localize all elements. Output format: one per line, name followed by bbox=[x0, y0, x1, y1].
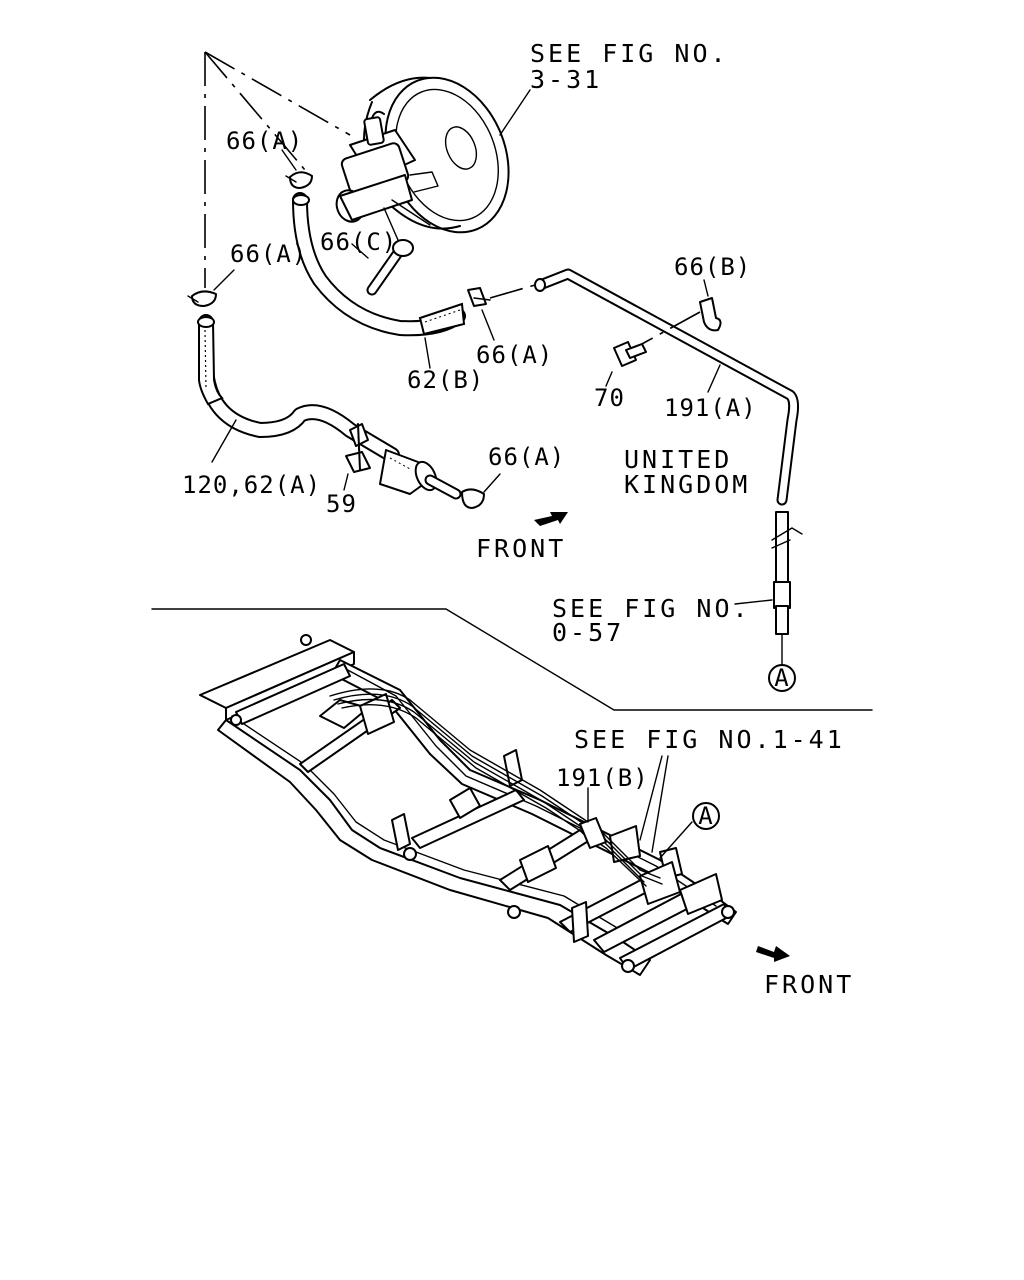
see-fig-3-31-line2: 3-31 bbox=[530, 65, 602, 94]
label-66a-mid: 66(A) bbox=[476, 341, 553, 369]
front-label-upper: FRONT bbox=[476, 534, 566, 563]
front-label-lower: FRONT bbox=[764, 970, 854, 999]
see-fig-0-57-line1: SEE FIG NO. bbox=[552, 594, 751, 623]
region-line2: KINGDOM bbox=[624, 470, 750, 499]
bolt-70 bbox=[605, 341, 647, 387]
svg-text:A: A bbox=[698, 802, 713, 830]
marker-a-upper: A bbox=[768, 664, 796, 692]
chassis-frame bbox=[199, 634, 737, 976]
clip-66a-top bbox=[281, 149, 313, 189]
see-fig-1-41: SEE FIG NO.1-41 bbox=[574, 725, 845, 754]
svg-text:A: A bbox=[774, 664, 789, 692]
region-line1: UNITED bbox=[624, 445, 732, 474]
label-62b: 62(B) bbox=[407, 366, 484, 394]
brake-line-bundle bbox=[329, 688, 663, 887]
vertical-pipe bbox=[734, 511, 803, 665]
check-valve bbox=[379, 449, 462, 500]
label-191a: 191(A) bbox=[664, 394, 757, 422]
label-66a-top: 66(A) bbox=[226, 127, 303, 155]
clip-66a-lower bbox=[461, 473, 501, 509]
label-59: 59 bbox=[326, 490, 357, 518]
label-191b: 191(B) bbox=[556, 764, 649, 792]
brake-booster bbox=[335, 76, 531, 241]
marker-a-lower: A bbox=[659, 802, 720, 859]
front-arrow-icon bbox=[534, 512, 568, 526]
label-66b: 66(B) bbox=[674, 253, 751, 281]
pipe-191a bbox=[534, 268, 800, 506]
hose-62b bbox=[292, 192, 466, 369]
clip-66a-left bbox=[187, 269, 235, 307]
label-120-62a: 120,62(A) bbox=[182, 471, 321, 499]
clip-66c bbox=[351, 239, 414, 296]
label-66a-left: 66(A) bbox=[230, 240, 307, 268]
leader-lines-top bbox=[204, 51, 351, 288]
bracket-59 bbox=[343, 423, 371, 491]
leader-1-41 bbox=[639, 755, 669, 853]
clip-66b bbox=[639, 279, 722, 346]
label-66a-lower: 66(A) bbox=[488, 443, 565, 471]
see-fig-0-57-line2: 0-57 bbox=[552, 618, 624, 647]
clip-66a-mid bbox=[467, 284, 536, 341]
label-70: 70 bbox=[594, 384, 625, 412]
see-fig-3-31-line1: SEE FIG NO. bbox=[530, 39, 729, 68]
section-divider bbox=[151, 608, 873, 711]
front-arrow-icon bbox=[756, 946, 790, 962]
hose-120-62a bbox=[197, 314, 400, 463]
label-66c: 66(C) bbox=[320, 228, 397, 256]
